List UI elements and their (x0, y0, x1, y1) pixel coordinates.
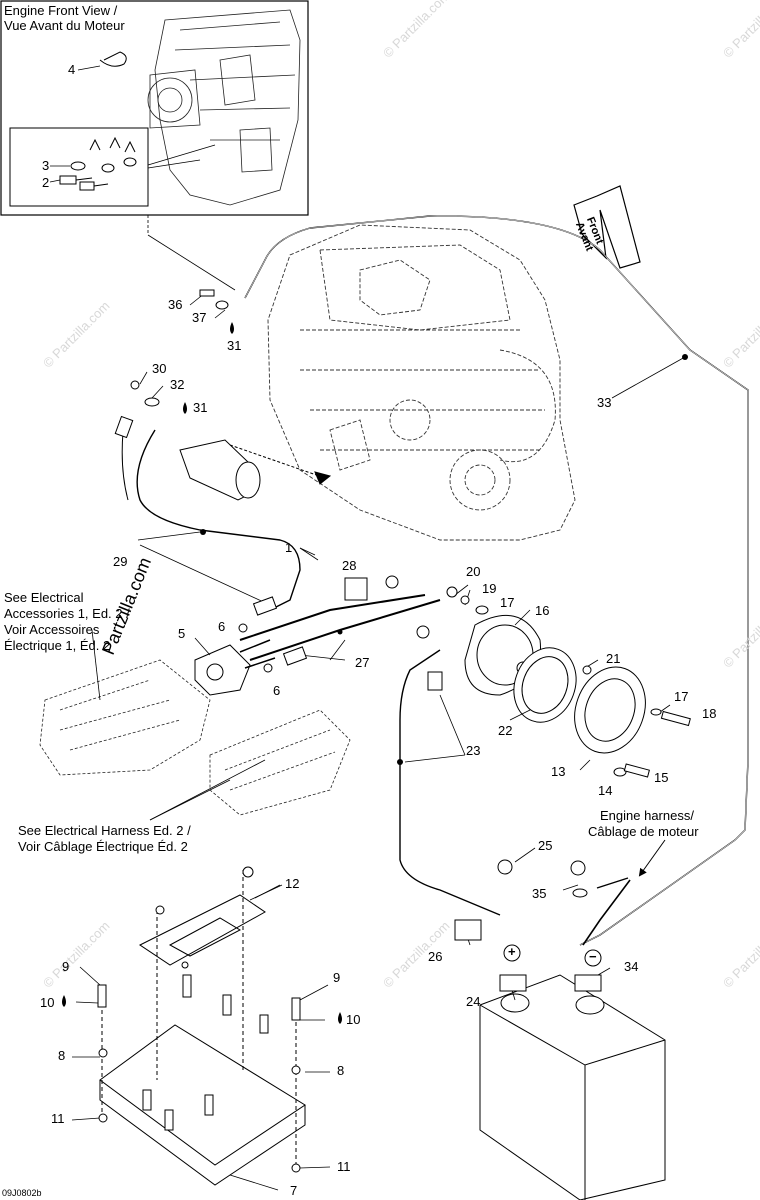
callout-9b: 9 (333, 970, 341, 985)
callout-18: 18 (702, 706, 717, 721)
callout-13: 13 (551, 764, 566, 779)
inset-engine-drawing (147, 9, 301, 206)
callout-36: 36 (168, 297, 183, 312)
callout-5: 5 (178, 626, 186, 641)
minus-symbol: − (589, 949, 597, 964)
callout-16: 16 (535, 603, 550, 618)
callout-23: 23 (466, 743, 481, 758)
callout-22: 22 (498, 723, 513, 738)
positive-terminal-symbol (503, 944, 521, 962)
note-accessories-line3: Voir Accessoires (4, 622, 100, 637)
callout-32: 32 (170, 377, 185, 392)
callout-31a: 31 (227, 338, 242, 353)
note-accessories-line4: Électrique 1, Éd. 2 (4, 638, 111, 653)
note-accessories-line1: See Electrical (4, 590, 84, 605)
callout-37: 37 (192, 310, 207, 325)
note-accessories-line2: Accessories 1, Ed. 2 / (4, 606, 130, 621)
callout-15: 15 (654, 770, 669, 785)
battery-tray (99, 894, 306, 1186)
callout-34: 34 (624, 959, 639, 974)
cable-34 (582, 879, 631, 946)
inset-title-line2: Vue Avant du Moteur (4, 18, 125, 33)
inset-leaders (49, 65, 236, 291)
callout-7: 7 (290, 1183, 298, 1198)
callout-17b: 17 (674, 689, 689, 704)
callout-11a: 11 (51, 1111, 65, 1126)
callout-11b: 11 (337, 1159, 351, 1174)
drive-cover-parts (464, 614, 646, 754)
small-hardware (98, 289, 691, 1173)
leader-lines (71, 292, 686, 1191)
callout-21: 21 (606, 651, 621, 666)
negative-terminal-symbol (584, 949, 602, 967)
inset-frame (0, 0, 309, 216)
note-harness-line1: See Electrical Harness Ed. 2 / (18, 823, 191, 838)
callout-6b: 6 (273, 683, 281, 698)
callout-17a: 17 (500, 595, 515, 610)
callout-33: 33 (597, 395, 612, 410)
callout-30: 30 (152, 361, 167, 376)
drawing-code: 09J0802b (2, 1188, 42, 1198)
callout-27: 27 (355, 655, 370, 670)
callout-1: 1 (285, 540, 293, 555)
sealant-drop-icons (62, 322, 342, 1024)
callout-4: 4 (68, 62, 76, 77)
callout-28: 28 (342, 558, 357, 573)
callout-10a: 10 (40, 995, 55, 1010)
callout-8b: 8 (337, 1063, 345, 1078)
callout-26: 26 (428, 949, 443, 964)
callout-29: 29 (113, 554, 128, 569)
inset-hardware (59, 51, 137, 191)
callout-24: 24 (466, 994, 481, 1009)
callout-8a: 8 (58, 1048, 66, 1063)
engine-drawing (267, 224, 576, 541)
starter-motor (179, 439, 332, 501)
note-engine-harness-line2: Câblage de moteur (588, 824, 699, 839)
battery (479, 974, 666, 1200)
cable-23 (399, 649, 501, 916)
callout-31b: 31 (193, 400, 208, 415)
callout-20: 20 (466, 564, 481, 579)
inset-detail-frame (9, 127, 149, 207)
note-engine-harness-line1: Engine harness/ (600, 808, 694, 823)
callout-14: 14 (598, 783, 613, 798)
callout-25: 25 (538, 838, 553, 853)
callout-10b: 10 (346, 1012, 361, 1027)
tray-bolts (97, 870, 301, 1170)
callout-6a: 6 (218, 619, 226, 634)
callout-2: 2 (42, 175, 50, 190)
electrical-box (39, 659, 351, 816)
solenoid (194, 639, 276, 696)
cable-29 (136, 429, 301, 611)
callout-12: 12 (285, 876, 300, 891)
note-harness-line2: Voir Câblage Électrique Éd. 2 (18, 839, 188, 854)
callout-35: 35 (532, 886, 547, 901)
callout-19: 19 (482, 581, 497, 596)
plus-symbol: + (508, 944, 516, 959)
inset-title-line1: Engine Front View / (4, 3, 118, 18)
callout-9a: 9 (62, 959, 70, 974)
callout-3: 3 (42, 158, 50, 173)
